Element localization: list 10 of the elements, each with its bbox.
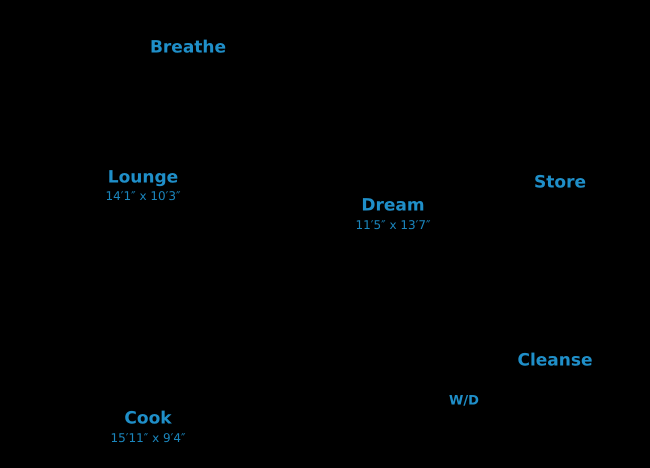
room-name: Cleanse: [517, 352, 593, 370]
room-name: Cook: [124, 410, 172, 428]
appliance-label: W/D: [449, 394, 479, 408]
room-name: Store: [534, 174, 586, 192]
room-dimensions: 11′5″ x 13′7″: [356, 219, 430, 231]
room-dimensions: 15′11″ x 9′4″: [110, 432, 186, 444]
room-name: Lounge: [108, 170, 178, 186]
room-name: Breathe: [150, 40, 226, 56]
room-dimensions: 14′1″ x 10′3″: [106, 190, 180, 202]
room-name: Dream: [361, 198, 425, 214]
